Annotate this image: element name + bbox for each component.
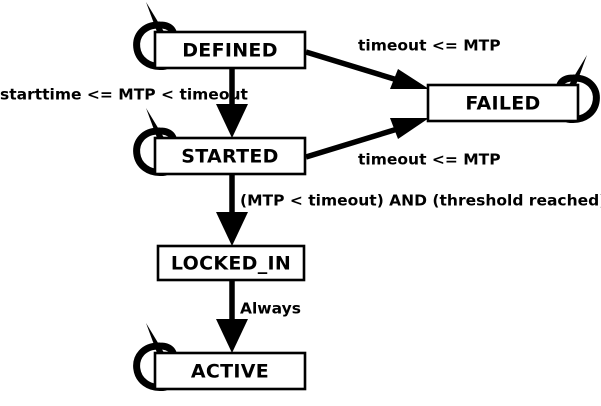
started-to-failed-arrowhead — [390, 118, 429, 139]
edge-label-timeout-mtp-started: timeout <= MTP — [358, 151, 501, 169]
state-node-started[interactable]: STARTED — [153, 136, 307, 176]
defined-box-rect — [153, 30, 307, 70]
state-node-active[interactable]: ACTIVE — [153, 351, 307, 391]
transition-defined-to-failed[interactable]: timeout <= MTP — [305, 37, 501, 90]
started-to-locked-in-arrowhead — [216, 212, 248, 246]
locked-in-to-active-arrowhead — [216, 319, 248, 353]
locked-in-box-label: LOCKED_IN — [171, 253, 291, 275]
transition-locked-in-to-active[interactable]: Always — [216, 280, 301, 353]
failed-box-label: FAILED — [465, 93, 540, 115]
defined-to-failed-line — [305, 49, 405, 85]
defined-to-failed-arrowhead — [390, 69, 429, 89]
active-box-rect — [153, 351, 307, 391]
locked-in-box-rect — [156, 244, 306, 282]
transition-defined-to-started[interactable]: starttime <= MTP < timeout — [0, 68, 249, 138]
edge-label-starttime-mtp-timeout: starttime <= MTP < timeout — [0, 86, 249, 104]
state-node-failed[interactable]: FAILED — [426, 83, 580, 123]
state-node-defined[interactable]: DEFINED — [153, 30, 307, 70]
started-to-failed-line — [305, 124, 405, 160]
state-node-locked-in[interactable]: LOCKED_IN — [156, 244, 306, 282]
failed-box-rect — [426, 83, 580, 123]
active-box-label: ACTIVE — [191, 361, 269, 383]
defined-to-started-arrowhead — [216, 104, 248, 138]
edge-label-mtp-timeout-threshold: (MTP < timeout) AND (threshold reached) — [240, 192, 601, 210]
transition-started-to-failed[interactable]: timeout <= MTP — [305, 118, 501, 169]
edge-label-always: Always — [240, 300, 301, 318]
started-box-label: STARTED — [181, 146, 278, 168]
started-box-rect — [153, 136, 307, 176]
edge-label-timeout-mtp-defined: timeout <= MTP — [358, 37, 501, 55]
defined-box-label: DEFINED — [182, 40, 278, 62]
transition-started-to-locked-in[interactable]: (MTP < timeout) AND (threshold reached) — [216, 174, 601, 246]
